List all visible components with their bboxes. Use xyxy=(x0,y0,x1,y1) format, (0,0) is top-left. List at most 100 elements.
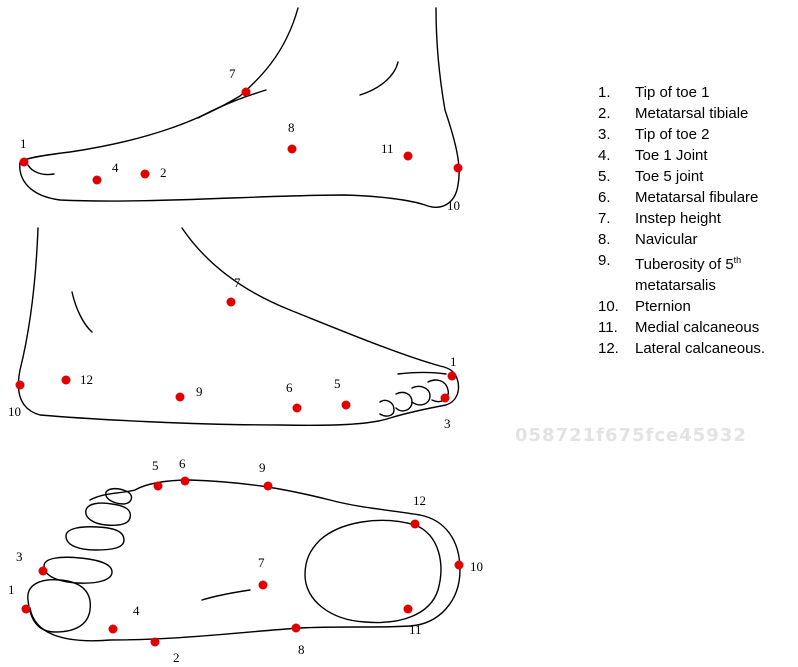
plantar-point-5 xyxy=(154,482,163,491)
legend-item: 7.Instep height xyxy=(598,208,798,229)
legend-text-main: Tuberosity of 5 xyxy=(635,256,734,273)
legend-text: Toe 1 Joint xyxy=(635,145,708,166)
legend-text: Instep height xyxy=(635,208,721,229)
legend-text: Navicular xyxy=(635,229,698,250)
plantar-point-8 xyxy=(292,624,301,633)
lateral-label-12: 12 xyxy=(80,372,93,387)
plantar-point-7 xyxy=(259,581,268,590)
plantar-arch-line xyxy=(202,590,250,600)
plantar-label-4: 4 xyxy=(133,603,140,618)
lateral-label-6: 6 xyxy=(286,380,293,395)
legend-number: 3. xyxy=(598,124,635,145)
medial-label-8: 8 xyxy=(288,120,295,135)
legend-item: 5.Toe 5 joint xyxy=(598,166,798,187)
legend-item: 9.Tuberosity of 5th metatarsalis xyxy=(598,250,798,296)
lateral-point-6 xyxy=(293,404,302,413)
lateral-ankle-line xyxy=(72,292,92,332)
landmark-legend: 1.Tip of toe 1 2.Metatarsal tibiale 3.Ti… xyxy=(598,82,798,359)
medial-toe-line xyxy=(28,165,54,175)
lateral-point-1 xyxy=(448,372,457,381)
lateral-toe-4 xyxy=(396,392,412,410)
plantar-label-7: 7 xyxy=(258,555,265,570)
lateral-point-12 xyxy=(62,376,71,385)
lateral-point-7 xyxy=(227,298,236,307)
medial-label-4: 4 xyxy=(112,160,119,175)
lateral-foot-view: 7 1 12 9 6 5 10 3 xyxy=(8,228,459,431)
legend-number: 5. xyxy=(598,166,635,187)
plantar-foot-view: 5 6 9 12 3 7 10 1 4 11 2 8 xyxy=(8,456,483,665)
legend-number: 8. xyxy=(598,229,635,250)
lateral-toe-3 xyxy=(412,386,430,404)
lateral-point-3 xyxy=(441,394,450,403)
legend-number: 10. xyxy=(598,296,635,317)
medial-point-4 xyxy=(93,176,102,185)
legend-item: 11.Medial calcaneous xyxy=(598,317,798,338)
legend-text: Tuberosity of 5th metatarsalis xyxy=(635,250,741,296)
lateral-label-3: 3 xyxy=(444,416,451,431)
legend-superscript: th xyxy=(734,255,742,265)
legend-text-continued: metatarsalis xyxy=(635,277,716,294)
legend-text: Medial calcaneous xyxy=(635,317,759,338)
legend-item: 3.Tip of toe 2 xyxy=(598,124,798,145)
legend-number: 9. xyxy=(598,250,635,296)
lateral-toe-line xyxy=(398,373,446,375)
legend-text: Metatarsal fibulare xyxy=(635,187,758,208)
plantar-label-1: 1 xyxy=(8,582,15,597)
medial-label-10: 10 xyxy=(447,198,460,213)
plantar-point-1 xyxy=(22,605,31,614)
plantar-point-6 xyxy=(181,477,190,486)
medial-label-1: 1 xyxy=(20,136,27,151)
medial-point-10 xyxy=(454,164,463,173)
plantar-label-9: 9 xyxy=(259,460,266,475)
legend-item: 12.Lateral calcaneous. xyxy=(598,338,798,359)
medial-label-11: 11 xyxy=(381,141,394,156)
legend-text: Tip of toe 1 xyxy=(635,82,710,103)
lateral-label-10: 10 xyxy=(8,404,21,419)
plantar-label-6: 6 xyxy=(179,456,186,471)
medial-point-7 xyxy=(242,88,251,97)
plantar-label-11: 11 xyxy=(409,622,422,637)
legend-number: 11. xyxy=(598,317,635,338)
legend-item: 8.Navicular xyxy=(598,229,798,250)
plantar-label-3: 3 xyxy=(16,549,23,564)
plantar-label-12: 12 xyxy=(413,493,426,508)
legend-item: 4.Toe 1 Joint xyxy=(598,145,798,166)
medial-point-2 xyxy=(141,170,150,179)
legend-number: 2. xyxy=(598,103,635,124)
legend-number: 6. xyxy=(598,187,635,208)
medial-point-8 xyxy=(288,145,297,154)
plantar-label-2: 2 xyxy=(173,650,180,665)
plantar-toe-1 xyxy=(28,580,91,632)
lateral-foot-outline xyxy=(18,228,458,425)
plantar-point-2 xyxy=(151,638,160,647)
plantar-toe-4 xyxy=(86,503,131,525)
plantar-point-12 xyxy=(411,520,420,529)
lateral-point-9 xyxy=(176,393,185,402)
plantar-label-8: 8 xyxy=(298,642,305,657)
legend-text: Tip of toe 2 xyxy=(635,124,710,145)
plantar-point-11 xyxy=(404,605,413,614)
medial-foot-outline xyxy=(20,8,459,207)
medial-point-11 xyxy=(404,152,413,161)
lateral-point-10 xyxy=(16,381,25,390)
legend-text: Pternion xyxy=(635,296,691,317)
plantar-toe-3 xyxy=(66,527,124,550)
medial-point-1 xyxy=(20,158,29,167)
plantar-point-3 xyxy=(39,567,48,576)
legend-item: 6.Metatarsal fibulare xyxy=(598,187,798,208)
legend-item: 1.Tip of toe 1 xyxy=(598,82,798,103)
legend-item: 2.Metatarsal tibiale xyxy=(598,103,798,124)
lateral-label-1: 1 xyxy=(450,354,457,369)
medial-ankle-line xyxy=(360,62,398,95)
legend-text: Toe 5 joint xyxy=(635,166,703,187)
plantar-label-10: 10 xyxy=(470,559,483,574)
lateral-label-5: 5 xyxy=(334,376,341,391)
legend-number: 4. xyxy=(598,145,635,166)
lateral-label-7: 7 xyxy=(234,275,241,290)
medial-label-2: 2 xyxy=(160,165,167,180)
plantar-point-9 xyxy=(264,482,273,491)
plantar-label-5: 5 xyxy=(152,458,159,473)
lateral-label-9: 9 xyxy=(196,384,203,399)
lateral-point-5 xyxy=(342,401,351,410)
lateral-toe-5 xyxy=(380,400,394,416)
